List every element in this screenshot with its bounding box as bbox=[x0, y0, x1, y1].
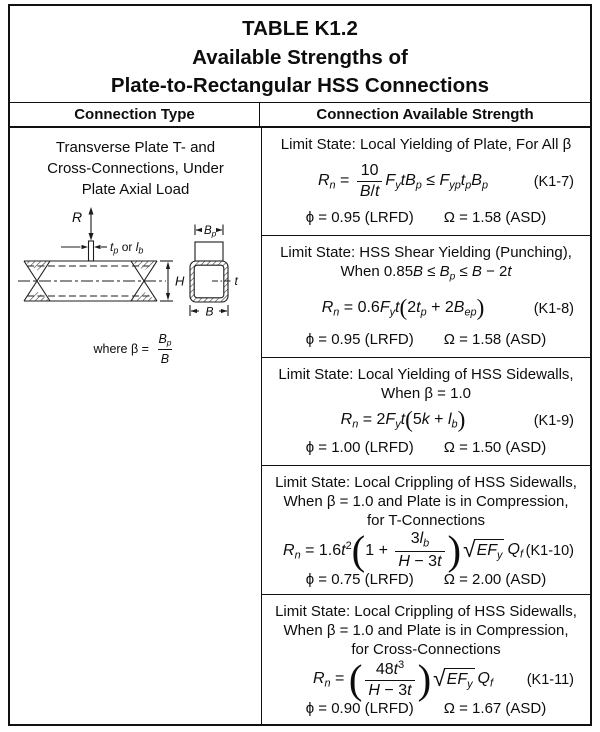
table-title: TABLE K1.2 Available Strengths of Plate-… bbox=[10, 6, 590, 103]
column-header-connection-type: Connection Type bbox=[10, 103, 260, 126]
resistance-factors: ϕ = 0.95 (LRFD) Ω = 1.58 (ASD) bbox=[268, 209, 584, 226]
equation-row: Rn = 2Fyt(5k + lb) (K1-9) bbox=[268, 409, 584, 432]
heading-line: Limit State: Local Yielding of Plate, Fo… bbox=[280, 136, 572, 153]
heading-line: When β = 1.0 bbox=[381, 385, 471, 402]
limit-state-heading: Limit State: Local Yielding of HSS Sidew… bbox=[268, 365, 584, 403]
equation-number: (K1-9) bbox=[533, 412, 574, 429]
break-symbol-left bbox=[23, 260, 51, 302]
equation-row: Rn = 0.6Fyt(2tp + 2Bep) (K1-8) bbox=[268, 295, 584, 322]
hss-wall-inner bbox=[193, 264, 225, 299]
plate-side bbox=[87, 240, 95, 262]
equation-k1-8: Rn = 0.6Fyt(2tp + 2Bep) bbox=[321, 295, 485, 322]
heading-line: Limit State: HSS Shear Yielding (Punchin… bbox=[280, 244, 572, 261]
heading-line: When β = 1.0 and Plate is in Compression… bbox=[283, 622, 569, 639]
connection-description-line2: Cross-Connections, Under bbox=[47, 160, 224, 177]
table-k1-2: TABLE K1.2 Available Strengths of Plate-… bbox=[8, 4, 592, 726]
heading-line: Limit State: Local Crippling of HSS Side… bbox=[275, 474, 577, 491]
phi-lrfd: ϕ = 0.95 (LRFD) bbox=[305, 330, 414, 348]
heading-line: for T-Connections bbox=[366, 512, 486, 529]
equation-number: (K1-7) bbox=[533, 173, 574, 190]
connection-description: Transverse Plate T- and Cross-Connection… bbox=[47, 137, 224, 200]
cross-section-view bbox=[189, 224, 232, 316]
phi-lrfd: ϕ = 1.00 (LRFD) bbox=[305, 438, 414, 456]
plate-width-dimension bbox=[194, 224, 224, 235]
connection-type-cell: Transverse Plate T- and Cross-Connection… bbox=[10, 128, 262, 724]
heading-line: for Cross-Connections bbox=[351, 641, 501, 658]
limit-state-heading: Limit State: Local Yielding of Plate, Fo… bbox=[268, 135, 584, 154]
plate-section bbox=[194, 241, 224, 262]
limit-state-heading: Limit State: Local Crippling of HSS Side… bbox=[268, 602, 584, 659]
equation-k1-9: Rn = 2Fyt(5k + lb) bbox=[340, 407, 466, 434]
wall-thickness-label: t bbox=[235, 274, 239, 288]
load-arrow bbox=[88, 207, 94, 241]
limit-state-block-shear-yielding: Limit State: HSS Shear Yielding (Punchin… bbox=[262, 236, 590, 358]
heading-line: Limit State: Local Yielding of HSS Sidew… bbox=[278, 366, 574, 383]
omega-asd: Ω = 2.00 (ASD) bbox=[443, 571, 547, 589]
height-dimension bbox=[160, 260, 173, 302]
limit-state-heading: Limit State: HSS Shear Yielding (Punchin… bbox=[268, 243, 584, 286]
heading-line: Limit State: Local Crippling of HSS Side… bbox=[275, 603, 577, 620]
section-width-label: B bbox=[206, 305, 214, 319]
connection-diagram: R tp or lb H bbox=[18, 207, 239, 319]
break-symbol-right bbox=[130, 260, 158, 302]
connection-description-line3: Plate Axial Load bbox=[81, 181, 190, 198]
resistance-factors: ϕ = 0.90 (LRFD) Ω = 1.67 (ASD) bbox=[268, 700, 584, 717]
side-view bbox=[18, 207, 173, 302]
table-title-line3: Plate-to-Rectangular HSS Connections bbox=[110, 74, 490, 97]
omega-asd: Ω = 1.67 (ASD) bbox=[443, 700, 547, 718]
heading-line: When β = 1.0 and Plate is in Compression… bbox=[283, 493, 569, 510]
plate-thickness-label: tp or lb bbox=[110, 240, 143, 256]
hss-beam bbox=[18, 260, 166, 302]
plate-width-label: Bp bbox=[204, 225, 217, 239]
column-header-row: Connection Type Connection Available Str… bbox=[10, 103, 590, 128]
table-title-line1: TABLE K1.2 bbox=[242, 17, 358, 40]
heading-line: When 0.85B ≤ Bp ≤ B − 2t bbox=[340, 263, 512, 283]
load-label: R bbox=[72, 209, 82, 225]
limit-state-block-plate-yielding: Limit State: Local Yielding of Plate, Fo… bbox=[262, 128, 590, 236]
phi-lrfd: ϕ = 0.90 (LRFD) bbox=[305, 700, 414, 718]
omega-asd: Ω = 1.58 (ASD) bbox=[443, 330, 547, 348]
resistance-factors: ϕ = 1.00 (LRFD) Ω = 1.50 (ASD) bbox=[268, 439, 584, 456]
table-body: Transverse Plate T- and Cross-Connection… bbox=[10, 128, 590, 724]
table-title-line2: Available Strengths of bbox=[192, 45, 408, 69]
phi-lrfd: ϕ = 0.95 (LRFD) bbox=[305, 209, 414, 226]
equation-number: (K1-8) bbox=[533, 300, 574, 317]
omega-asd: Ω = 1.50 (ASD) bbox=[443, 438, 547, 456]
limit-state-block-crippling-t: Limit State: Local Crippling of HSS Side… bbox=[262, 466, 590, 595]
section-width-dimension bbox=[189, 305, 229, 316]
omega-asd: Ω = 1.58 (ASD) bbox=[443, 209, 547, 226]
phi-lrfd: ϕ = 0.75 (LRFD) bbox=[305, 571, 414, 589]
equation-number: (K1-10) bbox=[525, 542, 574, 559]
resistance-factors: ϕ = 0.75 (LRFD) Ω = 2.00 (ASD) bbox=[268, 571, 584, 588]
limit-state-heading: Limit State: Local Crippling of HSS Side… bbox=[268, 473, 584, 530]
connection-description-line1: Transverse Plate T- and bbox=[55, 139, 216, 156]
plate-thickness-dimension bbox=[61, 244, 107, 250]
limit-state-block-sidewall-yielding: Limit State: Local Yielding of HSS Sidew… bbox=[262, 358, 590, 466]
limit-state-block-crippling-cross: Limit State: Local Crippling of HSS Side… bbox=[262, 595, 590, 724]
height-label: H bbox=[175, 274, 185, 289]
column-header-available-strength: Connection Available Strength bbox=[316, 106, 534, 123]
equation-number: (K1-11) bbox=[526, 671, 574, 688]
available-strength-cell: Limit State: Local Yielding of Plate, Fo… bbox=[262, 128, 590, 724]
resistance-factors: ϕ = 0.95 (LRFD) Ω = 1.58 (ASD) bbox=[268, 331, 584, 348]
